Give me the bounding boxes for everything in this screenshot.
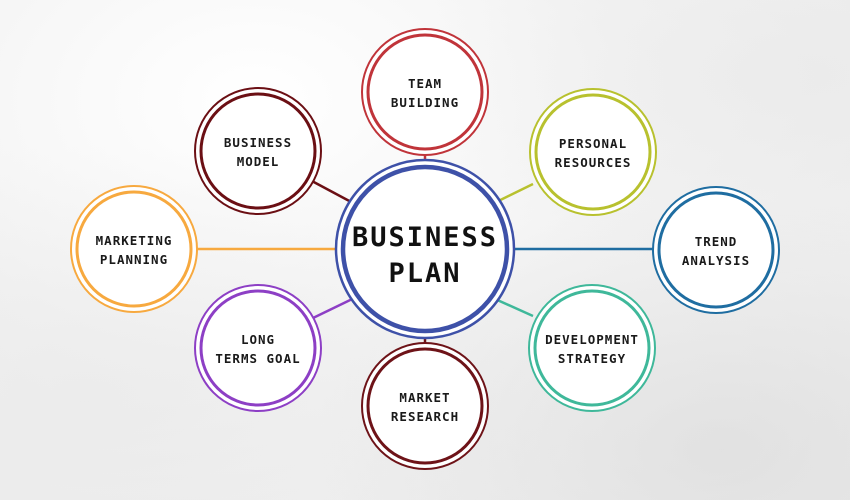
- node-label-line2: RESEARCH: [391, 409, 459, 424]
- node-inner-ring: [533, 289, 651, 407]
- node-label-line1: TREND: [695, 234, 738, 249]
- node-inner-ring: [199, 92, 317, 210]
- node-label-line2: RESOURCES: [555, 155, 632, 170]
- node-personal-resources: PERSONAL RESOURCES: [529, 88, 657, 216]
- node-label-line2: MODEL: [237, 154, 280, 169]
- node-inner-ring: [199, 289, 317, 407]
- center-label-line1: BUSINESS: [352, 222, 498, 253]
- node-label-line1: MARKETING: [96, 233, 173, 248]
- node-label-line2: PLANNING: [100, 252, 168, 267]
- node-label-line1: DEVELOPMENT: [545, 332, 639, 347]
- node-marketing-planning: MARKETING PLANNING: [70, 185, 198, 313]
- node-label-line2: BUILDING: [391, 95, 459, 110]
- node-inner-ring: [366, 347, 484, 465]
- node-inner-ring: [75, 190, 193, 308]
- center-inner-ring: [340, 164, 510, 334]
- node-label-line2: TERMS GOAL: [215, 351, 300, 366]
- node-label-line1: PERSONAL: [559, 136, 627, 151]
- center-label-line2: PLAN: [388, 258, 461, 289]
- node-trend-analysis: TREND ANALYSIS: [652, 186, 780, 314]
- node-long-terms-goal: LONG TERMS GOAL: [194, 284, 322, 412]
- node-label-line1: TEAM: [408, 76, 442, 91]
- node-label-line1: MARKET: [399, 390, 450, 405]
- node-market-research: MARKET RESEARCH: [361, 342, 489, 470]
- node-inner-ring: [534, 93, 652, 211]
- center-node-business-plan: BUSINESS PLAN: [334, 158, 516, 340]
- node-team-building: TEAM BUILDING: [361, 28, 489, 156]
- node-label-line2: ANALYSIS: [682, 253, 750, 268]
- node-label-line1: LONG: [241, 332, 275, 347]
- node-inner-ring: [657, 191, 775, 309]
- node-business-model: BUSINESS MODEL: [194, 87, 322, 215]
- node-development-strategy: DEVELOPMENT STRATEGY: [528, 284, 656, 412]
- node-label-line2: STRATEGY: [558, 351, 626, 366]
- node-label-line1: BUSINESS: [224, 135, 292, 150]
- node-inner-ring: [366, 33, 484, 151]
